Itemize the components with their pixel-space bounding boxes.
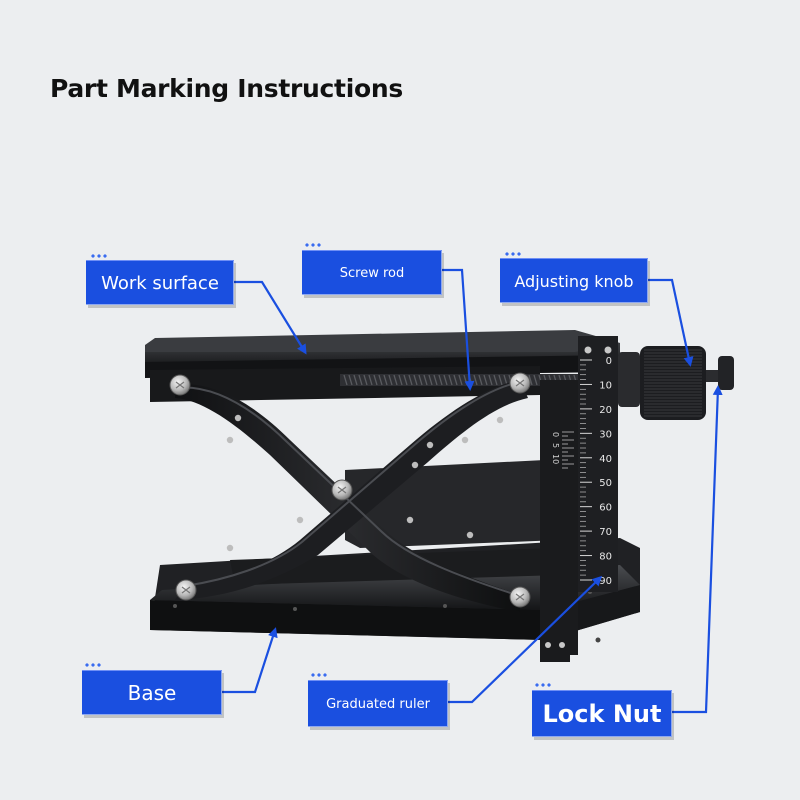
small-screw <box>496 416 504 424</box>
decor-dots <box>310 673 328 677</box>
ruler-ticks: 0 10 20 30 40 50 60 70 80 90 <box>580 356 612 587</box>
vernier-tick-label: 10 <box>551 454 560 464</box>
vernier-tick-label: 0 <box>551 432 560 437</box>
small-screw <box>234 414 242 422</box>
label-work-surface: Work surface <box>86 260 234 305</box>
decor-dots <box>84 663 102 667</box>
arrow-base <box>222 627 278 694</box>
label-base: Base <box>82 670 222 715</box>
ruler-tick-label: 60 <box>599 503 612 514</box>
small-screw <box>226 544 234 552</box>
label-graduated-ruler: Graduated ruler <box>308 680 448 727</box>
ruler-tick-label: 0 <box>606 356 612 367</box>
vernier-tick-label: 5 <box>551 443 560 448</box>
small-screw <box>461 436 469 444</box>
ruler-tick-label: 90 <box>599 576 612 587</box>
decor-dots <box>504 252 522 256</box>
arrow-work-surface <box>234 280 307 355</box>
ruler-tick-label: 20 <box>599 405 612 416</box>
small-screw <box>406 516 414 524</box>
arrow-lock-nut <box>672 385 723 714</box>
vernier-scale: 0 5 10 <box>551 431 574 469</box>
label-lock-nut: Lock Nut <box>532 690 672 737</box>
label-screw-rod: Screw rod <box>302 250 442 295</box>
graduated-ruler-assembly: 0 10 20 30 40 50 60 70 80 90 0 5 10 <box>540 336 618 662</box>
pivot-screws <box>169 372 531 608</box>
leader-arrows <box>222 268 723 714</box>
decor-dots <box>534 683 552 687</box>
small-screw <box>226 436 234 444</box>
ruler-tick-label: 70 <box>599 527 612 538</box>
arrow-screw-rod <box>442 268 475 391</box>
ruler-tick-label: 80 <box>599 552 612 563</box>
decor-dots <box>304 243 322 247</box>
decor-dots <box>90 254 108 258</box>
ruler-tick-label: 30 <box>599 429 612 440</box>
ruler-tick-label: 50 <box>599 478 612 489</box>
arrow-graduated-ruler <box>448 575 603 704</box>
small-screw <box>296 516 304 524</box>
ruler-tick-label: 40 <box>599 454 612 465</box>
arrow-adjusting-knob <box>648 278 694 367</box>
small-screw <box>426 441 434 449</box>
small-screw <box>411 461 419 469</box>
small-screw <box>466 531 474 539</box>
work-surface-plate <box>145 330 620 402</box>
page-title: Part Marking Instructions <box>50 74 403 103</box>
ruler-tick-label: 10 <box>599 380 612 391</box>
label-adjusting-knob: Adjusting knob <box>500 258 648 303</box>
